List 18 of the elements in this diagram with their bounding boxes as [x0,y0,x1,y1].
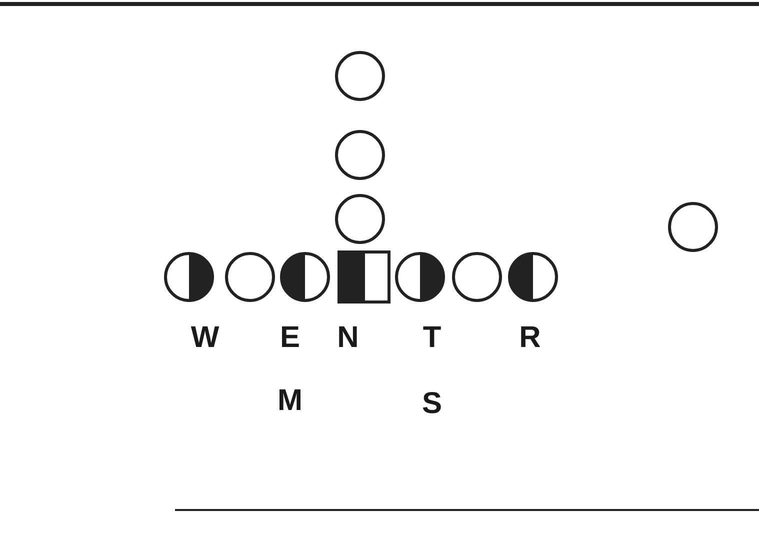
player-circle [667,201,719,253]
position-letter: E [280,323,300,353]
half-filled-circle [507,251,559,303]
half-filled-circle [279,251,331,303]
player-circle [334,193,386,245]
position-letter: R [519,323,541,353]
position-letter: N [337,323,359,353]
player-circle [224,251,276,303]
position-letter: W [190,323,220,353]
position-letter: T [422,323,442,353]
half-filled-circle [163,251,215,303]
position-letter: S [422,389,442,419]
position-letter: M [278,386,302,416]
player-circle [451,251,503,303]
half-filled-circle [394,251,446,303]
player-circle [334,129,386,181]
half-filled-square [338,251,390,303]
player-circle [334,50,386,102]
